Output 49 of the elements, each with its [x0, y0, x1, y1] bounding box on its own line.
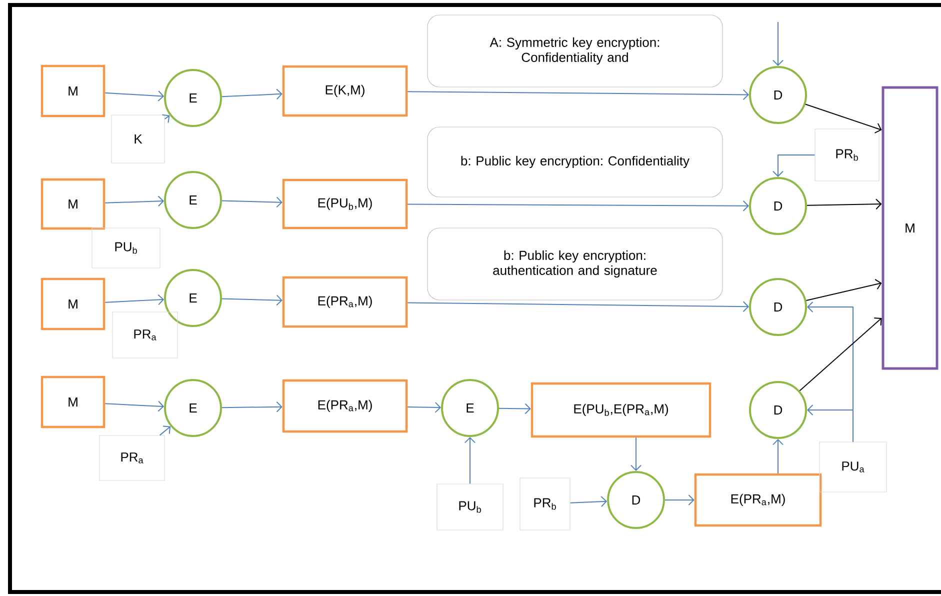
message-box: E(PR$_{a}$,M) — [282, 379, 408, 433]
arrow — [407, 89, 749, 100]
key-label: PR$_{b}$ — [814, 128, 880, 182]
arrow — [799, 318, 882, 392]
arrow — [104, 196, 164, 207]
key-label: PR$_{b}$ — [520, 478, 570, 530]
message-box: M — [40, 178, 106, 230]
key-label: PR$_{a}$ — [112, 312, 178, 358]
message-box: E(PU$_{b}$,M) — [282, 178, 408, 230]
arrow — [104, 400, 164, 412]
key-label: PU$_{b}$ — [436, 484, 504, 530]
arrow — [222, 401, 282, 412]
arrow — [104, 90, 164, 102]
message-box: E(K,M) — [282, 65, 408, 117]
key-label: PR$_{a}$ — [99, 435, 165, 481]
message-box: M — [40, 64, 106, 118]
arrow — [104, 294, 164, 306]
arrow — [464, 437, 476, 484]
arrow — [630, 437, 642, 471]
key-label: PU$_{b}$ — [92, 228, 160, 268]
message-box: M — [40, 278, 106, 330]
arrow — [498, 403, 531, 414]
note-box: A: Symmetric key encryption: Confidentiality and — [427, 14, 723, 88]
arrow — [407, 402, 442, 413]
note-box: b: Public key encryption: authentication and signature — [427, 228, 723, 300]
arrow — [222, 294, 282, 306]
arrow — [407, 301, 750, 312]
arrow — [806, 278, 882, 301]
arrow — [162, 114, 170, 124]
arrow — [772, 154, 816, 177]
arrow — [570, 496, 608, 507]
arrow — [221, 88, 282, 100]
arrow — [222, 196, 282, 208]
message-box: M — [40, 376, 106, 428]
arrow — [772, 22, 784, 66]
arrow — [159, 426, 171, 436]
arrow — [772, 439, 784, 474]
note-box: b: Public key encryption: Confidentiality — [427, 126, 723, 198]
key-label: K — [111, 114, 165, 164]
message-box: E(PR$_{a}$,M) — [282, 276, 408, 328]
arrow — [664, 494, 694, 506]
message-box: E(PR$_{a}$,M) — [694, 473, 822, 527]
arrow — [804, 104, 882, 134]
arrow — [807, 404, 854, 442]
arrow — [407, 200, 749, 212]
arrow — [806, 198, 882, 210]
key-label: PU$_{a}$ — [819, 442, 887, 492]
message-box: E(PU$_{b}$,E(PR$_{a}$,M) — [530, 382, 712, 438]
output-box: M — [882, 86, 938, 370]
